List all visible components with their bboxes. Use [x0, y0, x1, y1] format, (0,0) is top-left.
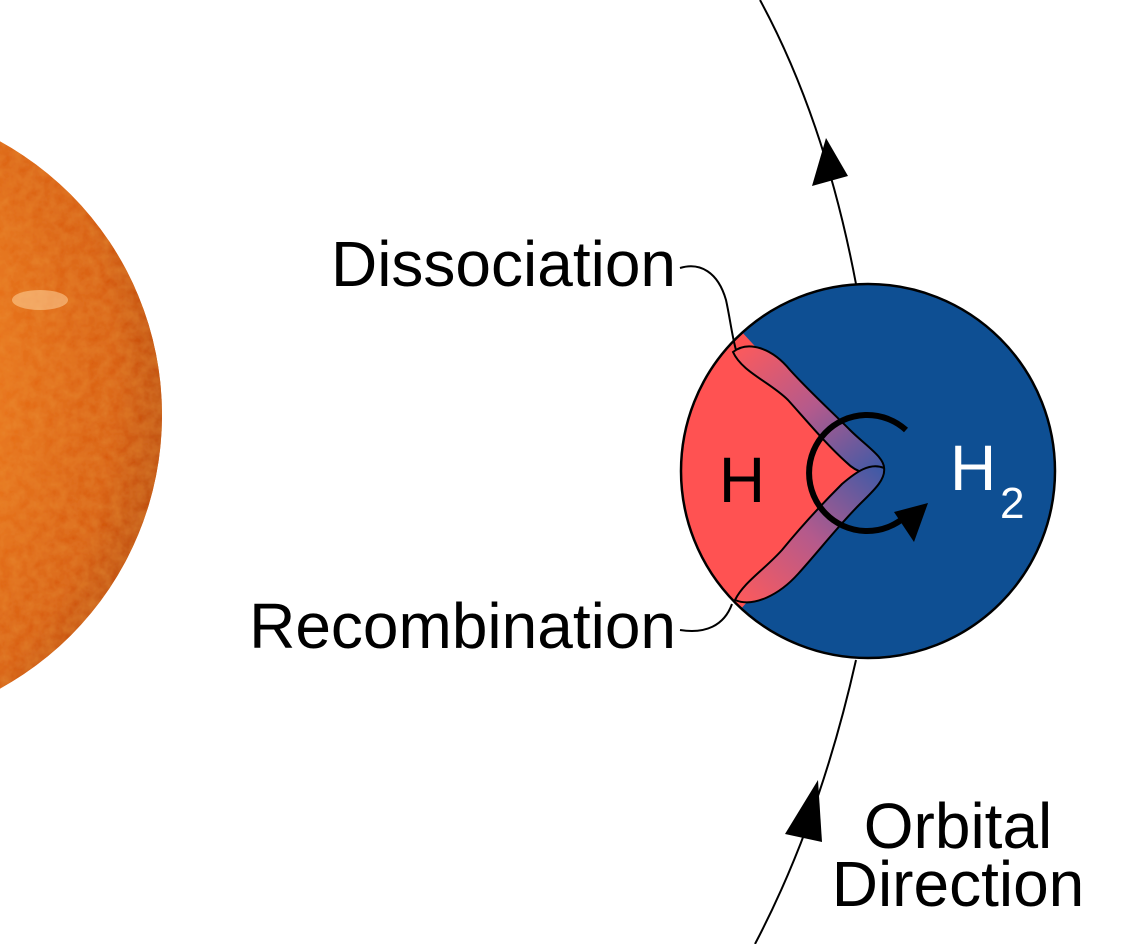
arrowhead-icon [785, 780, 822, 842]
planet [679, 282, 1057, 660]
nightside-species-subscript: 2 [1000, 479, 1024, 528]
orbital-direction-line1: Orbital [864, 790, 1053, 862]
rotation-arrow-icon [806, 412, 928, 542]
dissociation-leader [679, 265, 737, 351]
planet-dayside [681, 330, 866, 610]
planet-outline [679, 282, 1057, 660]
orbital-direction-line2: Direction [832, 848, 1085, 920]
star-bright-spot [12, 290, 68, 310]
recombination-flow [733, 465, 886, 604]
recombination-leader [679, 603, 733, 632]
star-surface-texture [0, 141, 162, 689]
arrowhead-icon [812, 138, 848, 186]
recombination-label: Recombination [249, 590, 676, 662]
nightside-species-label: H [950, 432, 996, 504]
dayside-species-label: H [719, 444, 765, 516]
star [0, 141, 162, 689]
dissociation-label: Dissociation [331, 228, 676, 300]
orbit-arc-upper [759, 0, 857, 285]
